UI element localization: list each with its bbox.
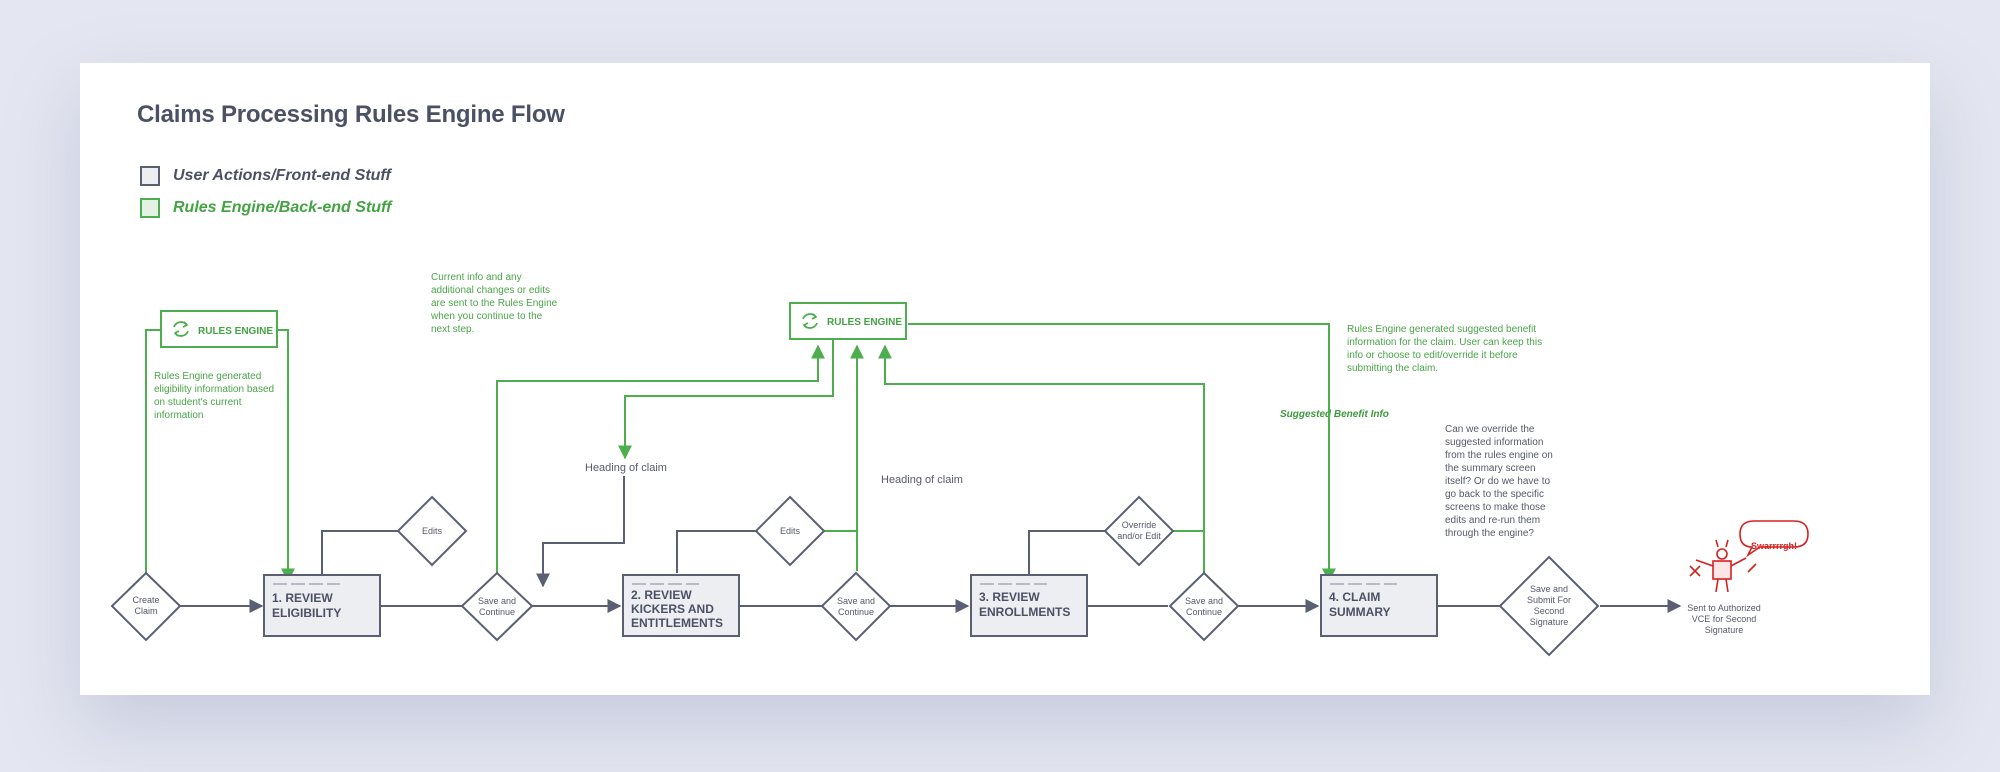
rules-engine-2-label: RULES ENGINE <box>827 317 902 328</box>
legend-swatch-front-end <box>140 166 160 186</box>
edge-save-3-to-engine-2 <box>878 344 1205 573</box>
rules-engine-2: RULES ENGINE <box>789 302 907 340</box>
rules-engine-1: RULES ENGINE <box>160 310 278 348</box>
edge-label-suggested-benefit: Suggested Benefit Info <box>1280 409 1389 420</box>
edge-eligibility-to-edits-1 <box>321 530 398 575</box>
diamond-edits-1: Edits <box>396 495 468 567</box>
edge-label-heading-1: Heading of claim <box>585 462 667 474</box>
legend-label-front-end: User Actions/Front-end Stuff <box>173 167 391 184</box>
note-override-question: Can we override the suggested informatio… <box>1445 424 1553 539</box>
refresh-icon <box>173 321 189 337</box>
rules-engine-1-label: RULES ENGINE <box>198 326 273 337</box>
refresh-icon <box>802 313 818 329</box>
edge-engine-2-to-summary <box>908 323 1336 583</box>
edge-engine-2-to-heading <box>618 340 834 460</box>
edge-create-to-engine-1 <box>145 329 161 573</box>
legend-swatch-back-end <box>140 198 160 218</box>
svg-text:Edits: Edits <box>422 526 443 536</box>
legend-label-back-end: Rules Engine/Back-end Stuff <box>173 199 392 216</box>
page-title: Claims Processing Rules Engine Flow <box>137 101 565 128</box>
legend-item-front-end: User Actions/Front-end Stuff <box>140 166 391 186</box>
diamond-edits-2: Edits <box>754 495 826 567</box>
edge-save-1-to-engine-2 <box>496 344 825 573</box>
edge-engine-1-to-eligibility <box>277 329 295 583</box>
svg-text:Swarrrrgh!: Swarrrrgh! <box>1751 541 1797 551</box>
edge-enrollments-to-override <box>1028 530 1106 575</box>
note-suggested-benefit: Rules Engine generated suggested benefit… <box>1347 324 1543 374</box>
svg-text:Edits: Edits <box>780 526 801 536</box>
speech-bubble: Swarrrrgh! <box>1739 520 1809 558</box>
note-eligibility-engine: Rules Engine generated eligibility infor… <box>154 371 275 421</box>
person-icon <box>1689 539 1757 593</box>
legend-item-back-end: Rules Engine/Back-end Stuff <box>140 198 391 218</box>
note-current-info: Current info and any additional changes … <box>431 272 558 335</box>
edge-heading-of-claim <box>536 476 625 588</box>
edge-kickers-to-edits-2 <box>676 530 757 573</box>
edge-label-heading-2: Heading of claim <box>881 474 963 486</box>
